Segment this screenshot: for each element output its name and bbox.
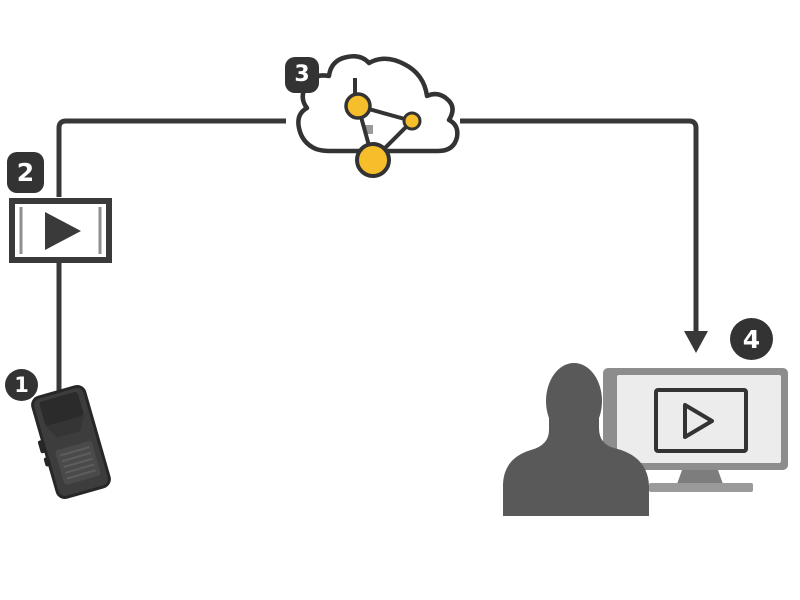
step-number: 4 [742, 324, 761, 354]
step-badge-2: 2 [7, 152, 44, 193]
cloud-network-icon [296, 54, 460, 178]
camera-face-shade [45, 415, 85, 438]
arrowhead-down-icon [684, 331, 708, 353]
step-badge-1: 1 [5, 369, 38, 401]
play-icon [45, 212, 81, 250]
connector-line [460, 118, 699, 333]
network-node-medium [344, 92, 372, 120]
monitor-stand-base [649, 483, 753, 492]
camera-lens-window [39, 392, 84, 426]
video-window [654, 388, 748, 453]
side-button-small [43, 457, 51, 467]
connector-encoder-to-cloud [56, 118, 286, 197]
body-camera-icon [31, 384, 111, 500]
step-badge-3: 3 [285, 57, 319, 93]
step-badge-4: 4 [730, 318, 773, 360]
viewer-monitor-icon [603, 368, 788, 492]
grille-lines [60, 446, 97, 480]
connector-line [56, 118, 286, 197]
person-torso [503, 415, 649, 516]
monitor-stand-neck [676, 470, 724, 487]
cloud-outline [296, 54, 460, 154]
play-icon [683, 403, 714, 439]
step-number: 2 [16, 158, 35, 187]
viewer-person [503, 363, 649, 516]
connector-cloud-to-viewer [460, 118, 708, 353]
step-number: 1 [14, 372, 29, 397]
video-player-icon [9, 198, 112, 263]
side-button [37, 440, 47, 454]
node-junction [364, 125, 373, 134]
person-head [546, 363, 602, 439]
network-node-large [355, 142, 391, 178]
step-number: 3 [294, 62, 310, 87]
network-node-small [402, 111, 422, 131]
